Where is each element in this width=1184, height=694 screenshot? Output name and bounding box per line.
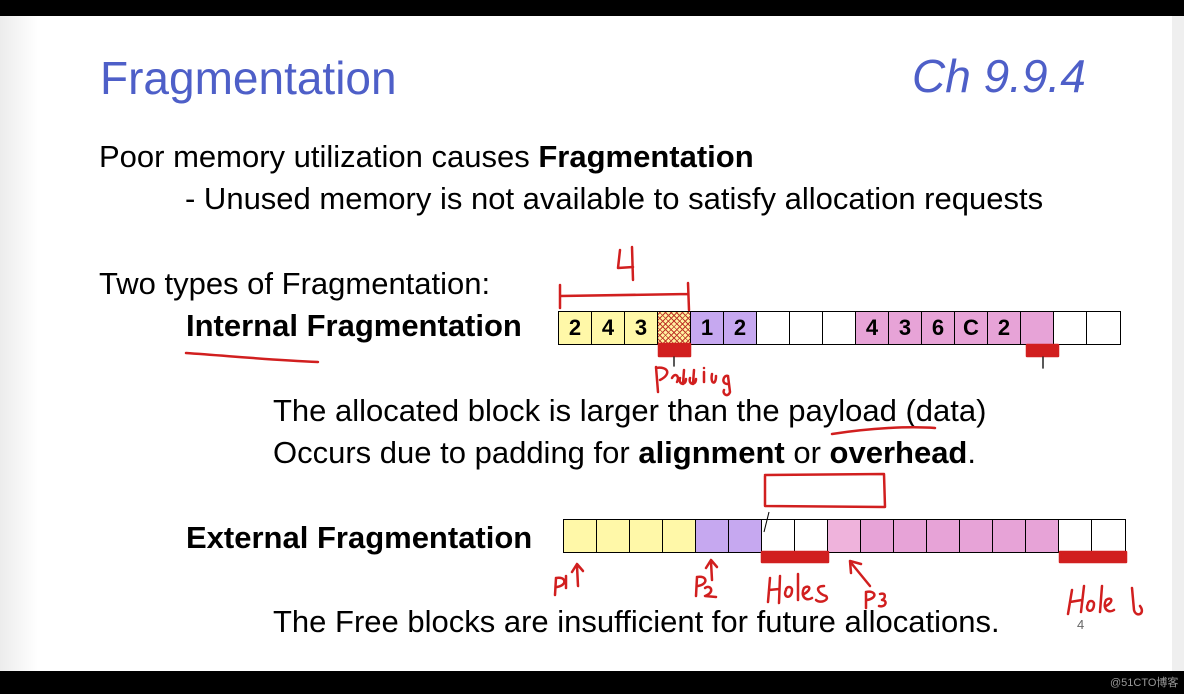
holes-scribble — [1066, 584, 1144, 616]
memory-cell — [757, 312, 790, 344]
handwritten-four-mark — [616, 245, 635, 282]
memory-cell: C — [955, 312, 988, 344]
padding-cell — [658, 312, 691, 344]
overhead-bold: overhead — [829, 435, 968, 470]
memory-cell — [1059, 520, 1092, 552]
memory-cell — [1021, 312, 1054, 344]
external-memory-strip — [563, 519, 1126, 553]
external-heading: External Fragmentation — [186, 520, 533, 555]
slide-left-shade — [0, 16, 38, 671]
p3-arrow-mark — [848, 559, 872, 588]
memory-cell — [1054, 312, 1087, 344]
memory-cell — [828, 520, 861, 552]
memory-cell: 2 — [988, 312, 1021, 344]
intro-bold: Fragmentation — [538, 139, 754, 174]
memory-cell — [993, 520, 1026, 552]
memory-cell: 2 — [559, 312, 592, 344]
memory-cell — [663, 520, 696, 552]
drawn-rectangle-mark — [763, 472, 887, 509]
bracket-mark — [558, 281, 691, 312]
p1-scribble — [553, 574, 568, 597]
internal-heading: Internal Fragmentation — [186, 308, 522, 343]
page-number: 4 — [1077, 617, 1085, 632]
top-black-bar — [0, 0, 1184, 16]
memory-cell — [927, 520, 960, 552]
bottom-black-bar — [0, 671, 1184, 694]
internal-desc-1: The allocated block is larger than the p… — [273, 393, 987, 428]
watermark: @51CTO博客 — [1110, 677, 1179, 689]
intro-text: Poor memory utilization causes — [99, 139, 539, 174]
p2-scribble — [694, 575, 718, 599]
internal-desc-2: Occurs due to padding for alignment or o… — [273, 435, 976, 471]
desc-text: Occurs due to padding for — [273, 435, 639, 470]
chapter-reference: Ch 9.9.4 — [912, 50, 1086, 102]
memory-cell: 1 — [691, 312, 724, 344]
padding-scribble — [654, 365, 732, 397]
p1-arrow-mark — [570, 562, 585, 588]
memory-cell — [1087, 312, 1120, 344]
memory-cell — [1092, 520, 1125, 552]
intro-subline: - Unused memory is not available to sati… — [185, 181, 1044, 216]
memory-cell — [762, 520, 795, 552]
types-heading: Two types of Fragmentation: — [99, 266, 491, 301]
memory-cell — [597, 520, 630, 552]
right-marker-mark — [1025, 343, 1060, 358]
memory-cell — [823, 312, 856, 344]
alignment-bold: alignment — [638, 435, 785, 470]
internal-underline-mark — [184, 351, 320, 364]
memory-cell — [795, 520, 828, 552]
memory-cell — [630, 520, 663, 552]
padding-marker-mark — [657, 342, 692, 358]
memory-cell: 4 — [592, 312, 625, 344]
memory-cell: 2 — [724, 312, 757, 344]
intro-line: Poor memory utilization causes Fragmenta… — [99, 139, 754, 175]
external-desc: The Free blocks are insufficient for fut… — [273, 604, 1000, 639]
desc-text: or — [784, 435, 830, 470]
memory-cell — [729, 520, 762, 552]
internal-memory-strip: 2 4 3 1 2 4 3 6 C 2 — [558, 311, 1121, 345]
desc-text: . — [967, 435, 976, 470]
slide-title: Fragmentation — [100, 52, 397, 104]
memory-cell — [696, 520, 729, 552]
memory-cell: 4 — [856, 312, 889, 344]
memory-cell: 3 — [625, 312, 658, 344]
payload-underline-mark — [830, 426, 937, 436]
p3-scribble — [864, 590, 887, 610]
memory-cell — [894, 520, 927, 552]
memory-cell — [861, 520, 894, 552]
memory-cell: 6 — [922, 312, 955, 344]
cursor-tick-mark — [763, 511, 770, 533]
p2-arrow-mark — [704, 558, 719, 582]
slide-right-shade — [1172, 16, 1184, 671]
memory-cell — [564, 520, 597, 552]
memory-cell — [1026, 520, 1059, 552]
memory-cell: 3 — [889, 312, 922, 344]
memory-cell — [960, 520, 993, 552]
holes-scribble — [766, 572, 829, 605]
holes-marker-mark — [1058, 550, 1128, 564]
memory-cell — [790, 312, 823, 344]
holes-marker-mark — [760, 550, 830, 564]
